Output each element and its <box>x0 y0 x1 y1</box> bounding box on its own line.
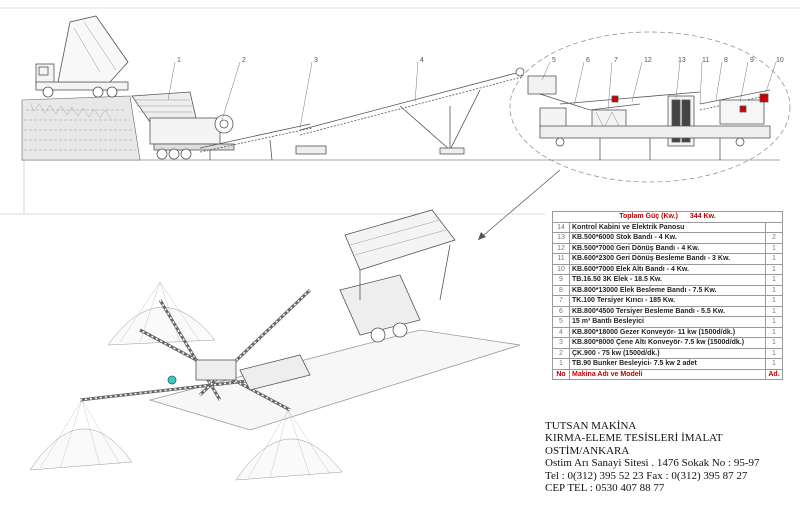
secondary-plant <box>527 75 771 160</box>
row-qty: 1 <box>765 326 783 338</box>
callout-leaders <box>167 61 777 129</box>
callout-8: 8 <box>724 57 728 64</box>
callout-10: 10 <box>776 57 784 64</box>
row-no: 1 <box>552 358 570 370</box>
callout-5: 5 <box>552 57 556 64</box>
row-qty: 1 <box>765 316 783 328</box>
row-no: 9 <box>552 274 570 286</box>
row-name: 15 m³ Bantlı Besleyici <box>569 316 766 328</box>
total-power-row: Toplam Güç (Kw.) 344 Kw. <box>552 211 783 223</box>
row-name: TB.90 Bunker Besleyici- 7.5 kw 2 adet <box>569 358 766 370</box>
row-no: 4 <box>552 326 570 338</box>
stone-pile <box>21 95 141 161</box>
row-qty <box>765 221 783 233</box>
header-no: No <box>552 368 570 380</box>
row-no: 11 <box>552 253 570 265</box>
row-name: TB.16.50 3K Elek - 18.5 Kw. <box>569 274 766 286</box>
row-no: 7 <box>552 295 570 307</box>
row-qty: 1 <box>765 305 783 317</box>
total-power-label: Toplam Güç (Kw.) <box>619 213 678 221</box>
row-qty: 1 <box>765 358 783 370</box>
row-name: KB.500*7000 Geri Dönüş Bandı - 4 Kw. <box>569 242 766 254</box>
table-header-row: No Makina Adı ve Modeli Ad. <box>552 368 783 380</box>
row-qty: 1 <box>765 295 783 307</box>
row-no: 12 <box>552 242 570 254</box>
company-address: Ostim Arı Sanayi Sitesi . 1476 Sokak No … <box>545 457 760 470</box>
row-qty: 1 <box>765 253 783 265</box>
company-city: OSTİM/ANKARA <box>545 444 630 457</box>
feeder-jaw-crusher <box>131 91 235 160</box>
row-qty: 1 <box>765 242 783 254</box>
row-name: KB.600*2300 Geri Dönüş Besleme Bandı - 3… <box>569 253 766 265</box>
callout-labels: 1 2 3 4 5 6 7 12 13 11 8 9 10 <box>177 57 784 64</box>
callout-1: 1 <box>177 57 181 64</box>
callout-11: 11 <box>702 57 709 64</box>
row-no: 3 <box>552 337 570 349</box>
header-qty: Ad. <box>765 368 783 380</box>
isometric-view <box>29 209 521 481</box>
row-no: 6 <box>552 305 570 317</box>
row-name: KB.800*18000 Gezer Konveyör- 11 kw (1500… <box>569 326 766 338</box>
company-name: TUTSAN MAKİNA <box>545 420 637 432</box>
row-name: KB.800*13000 Elek Besleme Bandı - 7.5 Kw… <box>569 284 766 296</box>
row-qty: 1 <box>765 337 783 349</box>
callout-2: 2 <box>242 57 246 64</box>
row-qty: 1 <box>765 284 783 296</box>
row-no: 8 <box>552 284 570 296</box>
row-no: 2 <box>552 347 570 359</box>
company-activity: KIRMA-ELEME TESİSLERİ İMALAT <box>545 432 723 445</box>
callout-4: 4 <box>420 57 424 64</box>
callout-13: 13 <box>678 57 686 64</box>
row-no: 10 <box>552 263 570 275</box>
detail-arrowhead <box>478 232 486 240</box>
row-name: KB.600*7000 Elek Altı Bandı - 4 Kw. <box>569 263 766 275</box>
company-gsm: CEP TEL : 0530 407 88 77 <box>545 482 665 495</box>
dump-truck <box>35 15 129 98</box>
callout-7: 7 <box>614 57 618 64</box>
callout-3: 3 <box>314 57 318 64</box>
under-jaw-conveyor <box>199 123 327 161</box>
travelling-conveyor <box>299 67 525 155</box>
callout-6: 6 <box>586 57 590 64</box>
row-name: ÇK.900 - 75 kw (1500d/dk.) <box>569 347 766 359</box>
row-name: KB.800*4500 Tersiyer Besleme Bandı - 5.5… <box>569 305 766 317</box>
row-qty: 1 <box>765 347 783 359</box>
row-qty: 1 <box>765 274 783 286</box>
total-power-value: 344 Kw. <box>689 213 716 221</box>
detail-arrow <box>477 169 561 241</box>
callout-12: 12 <box>644 57 652 64</box>
company-info: TUTSAN MAKİNA KIRMA-ELEME TESİSLERİ İMAL… <box>545 420 760 494</box>
company-tel-fax: Tel : 0(312) 395 52 23 Fax : 0(312) 395 … <box>545 469 748 482</box>
row-name: KB.500*6000 Stok Bandı - 4 Kw. <box>569 232 766 244</box>
row-no: 14 <box>552 221 570 233</box>
header-name: Makina Adı ve Modeli <box>569 368 766 380</box>
row-name: Kontrol Kabini ve Elektrik Panosu <box>569 221 766 233</box>
detail-ellipse <box>509 31 791 183</box>
callout-9: 9 <box>750 57 754 64</box>
row-name: TK.100 Tersiyer Kırıcı - 185 Kw. <box>569 295 766 307</box>
row-qty: 2 <box>765 232 783 244</box>
row-no: 13 <box>552 232 570 244</box>
row-qty: 1 <box>765 263 783 275</box>
row-name: KB.800*8000 Çene Altı Konveyör- 7.5 kw (… <box>569 337 766 349</box>
row-no: 5 <box>552 316 570 328</box>
